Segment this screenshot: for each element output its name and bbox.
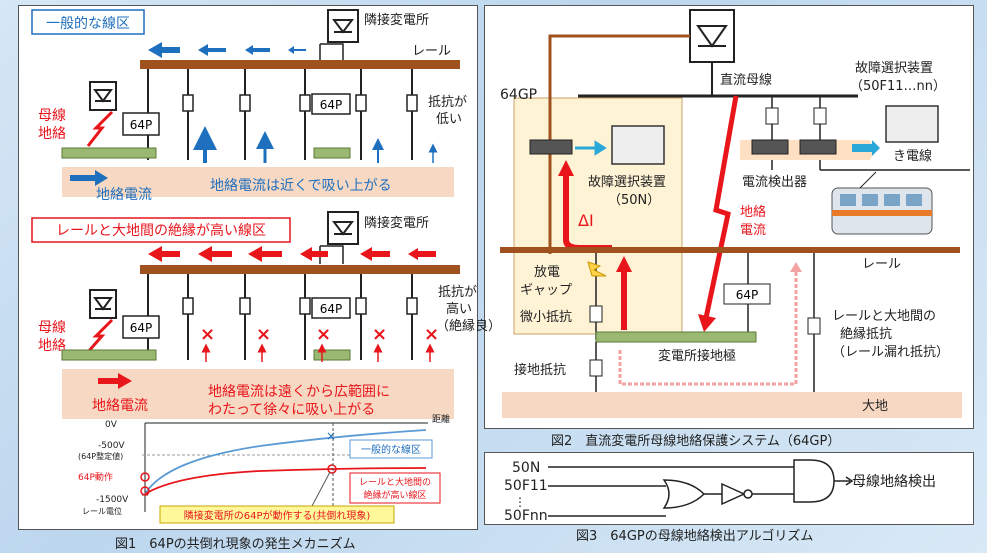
svg-text:×: ×	[316, 324, 331, 345]
fig2-system-label: 64GP	[500, 87, 537, 103]
curve-insulated	[144, 467, 427, 495]
fig1-top-current: 地絡電流	[96, 187, 152, 203]
graph-y-rail-potential: レール電位	[82, 506, 122, 516]
figure3-caption: 図3 64GPの母線地絡検出アルゴリズム	[576, 529, 814, 544]
fig2-64p: 64P	[736, 288, 759, 302]
fig3-input-50fnn: 50Fnn	[504, 508, 548, 524]
earth-band-top	[62, 167, 454, 197]
figure1-caption: 図1 64Pの共倒れ現象の発生メカニズム	[115, 537, 356, 552]
fig2-earth-label: 大地	[862, 399, 888, 414]
fault-selector-main-icon	[885, 105, 939, 143]
current-detector-2	[799, 139, 837, 155]
fig2-selector-main: 故障選択装置（50F11…nn）	[850, 61, 946, 94]
fig1-bottom-resistance: 抵抗が高い（絶縁良）	[436, 285, 501, 334]
graph-callout: 隣接変電所の64Pが動作する(共倒れ現象)	[184, 509, 371, 522]
substation-icon-left	[89, 81, 117, 111]
fig1-bottom-64p-left: 64P	[130, 321, 153, 335]
fig1-top-heading: 一般的な線区	[46, 16, 130, 32]
fig1-graph: 距離 0V -500V (64P整定値) 64P動作 -1500V レール電位 …	[78, 413, 450, 524]
fig2-detector: 電流検出器	[742, 175, 807, 190]
fig3-input-dots: ⋮	[514, 495, 526, 509]
svg-text:×: ×	[326, 429, 336, 443]
graph-legend-general: 一般的な線区	[361, 443, 421, 456]
fig1-bottom-substation: 隣接変電所	[364, 215, 429, 231]
fig1-top-note: 地絡電流は近くで吸い上がる	[210, 178, 392, 194]
graph-y-setting: (64P整定値)	[78, 451, 123, 461]
fig1-top: 一般的な線区 隣接変電所 レール 64P 抵抗が低い	[31, 9, 467, 203]
fig2-selector-local: 故障選択装置（50N）	[588, 175, 666, 208]
fig2: 64GP 直流母線 故障選択装置（50F11…nn） き電線 電流検出器 故障選…	[500, 9, 970, 418]
graph-y-1500v: -1500V	[96, 495, 129, 505]
fig1-bottom-64p: 64P	[320, 302, 343, 316]
fig3-input-50f11: 50F11	[504, 478, 548, 494]
fig1-top-heading-box	[31, 9, 145, 35]
graph-legend-insulated: レールと大地間の絶縁が高い線区	[359, 476, 431, 501]
fig1-bottom-note: 地絡電流は遠くから広範囲にわたって徐々に吸い上がる	[208, 383, 390, 418]
substation-icon	[327, 9, 359, 43]
fig2-micro-resistor: 微小抵抗	[520, 310, 572, 325]
fig2-delta-i: ΔI	[578, 211, 594, 230]
and-gate	[793, 459, 835, 503]
fig2-rail-label: レール	[862, 257, 901, 272]
svg-text:×: ×	[424, 324, 439, 345]
svg-text:×: ×	[372, 324, 387, 345]
graph-y-500v: -500V	[98, 441, 125, 451]
fig1-top-64p-left: 64P	[130, 118, 153, 132]
or-gate	[662, 479, 706, 509]
curve-general	[144, 429, 427, 495]
graph-x-label: 距離	[432, 413, 450, 425]
ground-electrode	[595, 331, 757, 343]
current-detector-1	[751, 139, 789, 155]
fig1-bottom-current: 地絡電流	[92, 398, 148, 414]
graph-y-64p-op: 64P動作	[78, 471, 113, 483]
fig1-top-64p: 64P	[320, 98, 343, 112]
fig1-bottom-heading: レールと大地間の絶縁が高い線区	[56, 222, 266, 239]
fig1-rail-label: レール	[412, 44, 451, 59]
fig2-ground-current: 地絡電流	[740, 204, 766, 238]
svg-text:×: ×	[200, 324, 215, 345]
fig1-top-resistance: 抵抗が低い	[428, 95, 467, 127]
not-gate	[721, 482, 746, 506]
fig1-bottom: レールと大地間の絶縁が高い線区 隣接変電所 64P 抵抗が高い（絶縁良）	[31, 211, 501, 419]
fig2-ground-resistor: 接地抵抗	[514, 362, 566, 378]
graph-y-0v: 0V	[105, 420, 118, 430]
fig2-electrode-label: 変電所接地極	[658, 348, 736, 364]
fig3-output: 母線地絡検出	[852, 474, 936, 490]
fig2-insulation: レールと大地間の絶縁抵抗（レール漏れ抵抗）	[832, 309, 949, 360]
fig1-bottom-fault: 母線地絡	[38, 320, 66, 354]
rail-top	[140, 60, 460, 69]
fig1-top-fault: 母線地絡	[38, 108, 66, 142]
fig3: 50N 50F11 ⋮ 50Fnn 母線地絡検出	[504, 459, 936, 524]
fig3-input-50n: 50N	[512, 460, 540, 476]
fig2-gap: 放電ギャップ	[520, 265, 572, 298]
fig2-rail	[500, 247, 960, 253]
figure2-caption: 図2 直流変電所母線地絡保護システム（64GP）	[551, 434, 841, 449]
fault-selector-local-icon	[611, 125, 665, 165]
svg-text:×: ×	[256, 324, 271, 345]
fig2-earth	[502, 392, 962, 418]
fig1-top-substation: 隣接変電所	[364, 12, 429, 28]
fig2-dc-bus: 直流母線	[720, 72, 772, 88]
rail-bottom	[140, 265, 460, 274]
fig2-feeder: き電線	[893, 148, 932, 164]
